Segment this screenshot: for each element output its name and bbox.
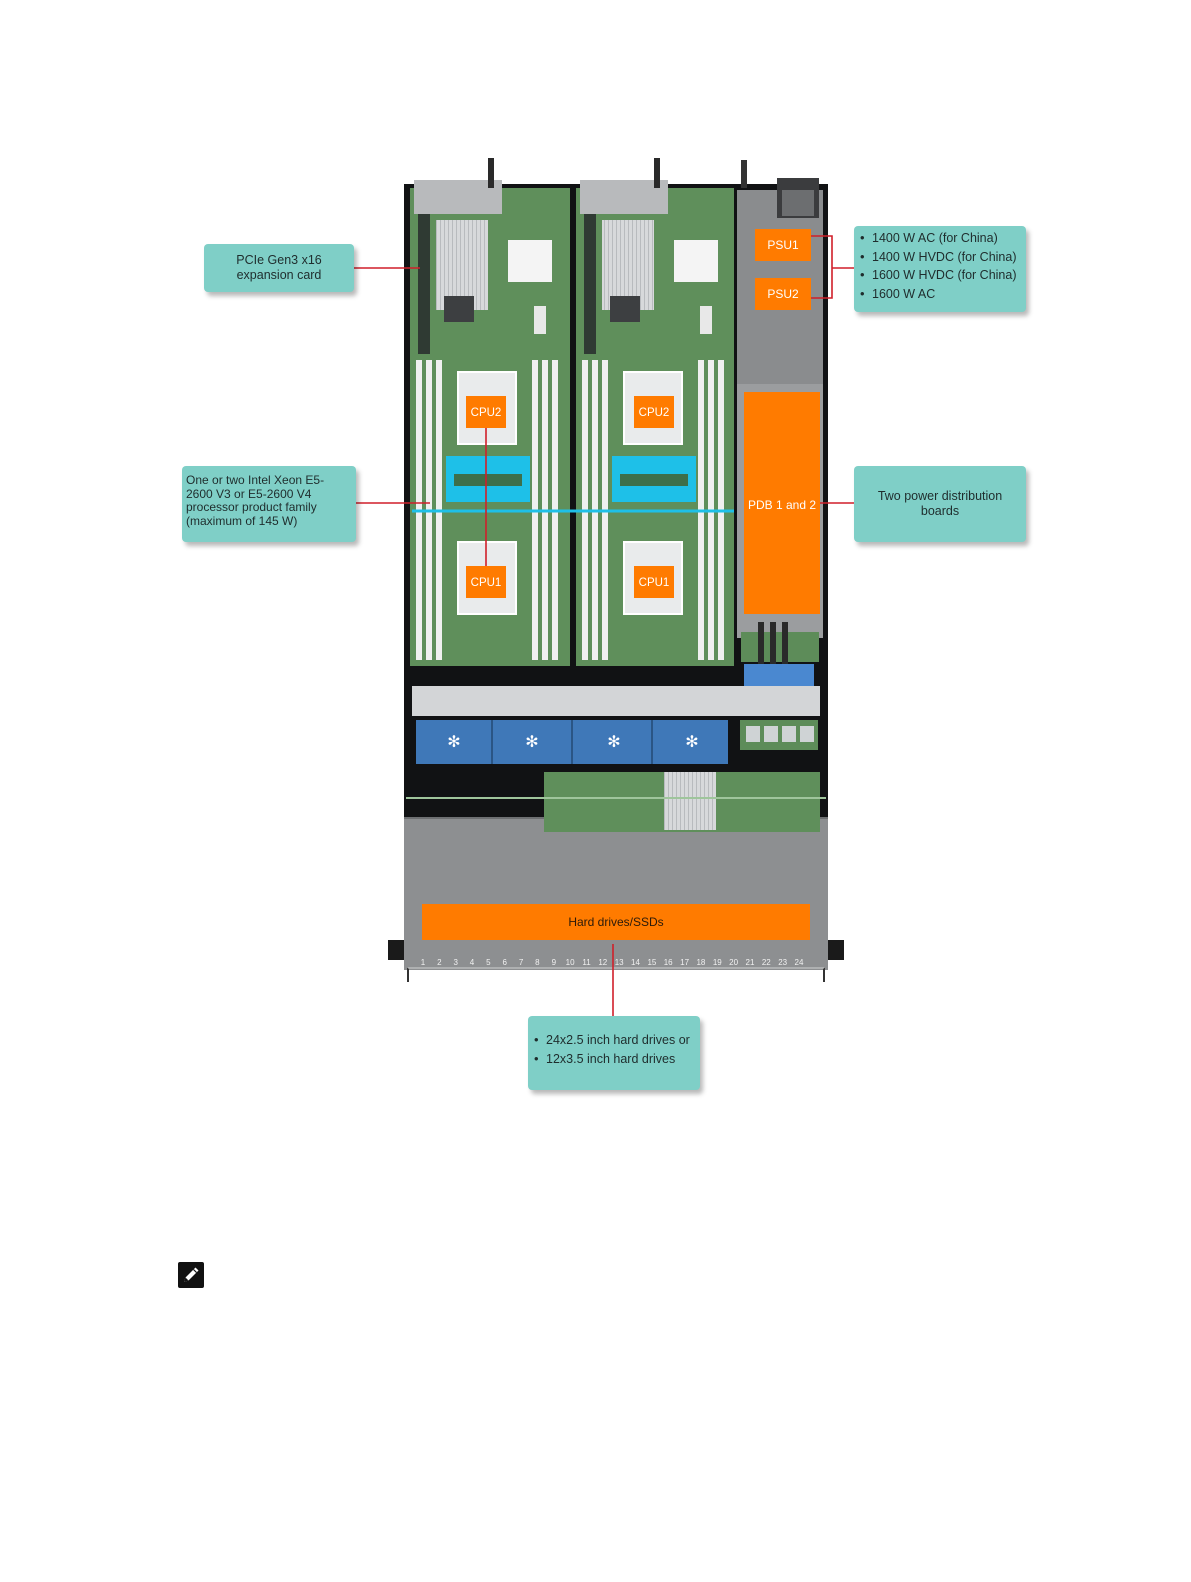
psu-callout: 1400 W AC (for China) 1400 W HVDC (for C…: [854, 226, 1026, 312]
pdb-label: PDB 1 and 2: [748, 498, 816, 512]
drive-bay-number: 7: [519, 958, 524, 967]
drive-bay-number: 8: [535, 958, 540, 967]
fan-icon: ✻: [685, 734, 698, 751]
pcie-callout: PCIe Gen3 x16 expansion card: [204, 244, 354, 292]
drives-callout: 24x2.5 inch hard drives or 12x3.5 inch h…: [528, 1016, 700, 1090]
pdb-callout-text: Two power distribution boards: [877, 489, 1003, 518]
drive-options-list: 24x2.5 inch hard drives or 12x3.5 inch h…: [532, 1031, 696, 1068]
cpu1-left-highlight: [466, 566, 506, 598]
drive-bay-number: 20: [729, 958, 738, 967]
cpu2-left-label: CPU2: [471, 407, 502, 419]
drive-bay-number: 3: [453, 958, 458, 967]
drive-bay-number: 15: [647, 958, 656, 967]
drive-bay-number: 5: [486, 958, 491, 967]
fan-icon: ✻: [447, 734, 460, 751]
psu-options-list: 1400 W AC (for China) 1400 W HVDC (for C…: [858, 229, 1022, 303]
fan-icon: ✻: [525, 734, 538, 751]
cpu2-right-label: CPU2: [639, 407, 670, 419]
drive-bay-number: 22: [762, 958, 771, 967]
cpu-callout: One or two Intel Xeon E5-2600 V3 or E5-2…: [182, 466, 356, 542]
drive-bay-number: 10: [566, 958, 575, 967]
drive-bay-number: 24: [795, 958, 804, 967]
drive-bay-number: 12: [598, 958, 607, 967]
drive-bay-number: 16: [664, 958, 673, 967]
cpu2-right-highlight: [634, 396, 674, 428]
drive-bay-number: 14: [631, 958, 640, 967]
drive-bay-number: 6: [502, 958, 507, 967]
drive-bay-number: 2: [437, 958, 442, 967]
drive-bay-number: 11: [582, 958, 591, 967]
psu-option: 1600 W HVDC (for China): [860, 266, 1022, 285]
pdb-callout: Two power distribution boards: [854, 466, 1026, 542]
psu2-label: PSU2: [767, 287, 799, 301]
drive-bay-number: 9: [552, 958, 557, 967]
pencil-note-icon: [178, 1262, 204, 1288]
psu1-highlight: [755, 229, 811, 261]
psu-option: 1600 W AC: [860, 285, 1022, 304]
cpu2-left-highlight: [466, 396, 506, 428]
psu2-highlight: [755, 278, 811, 310]
fan-icon: ✻: [607, 734, 620, 751]
drive-option: 24x2.5 inch hard drives or: [534, 1031, 696, 1050]
cpu-callout-text: One or two Intel Xeon E5-2600 V3 or E5-2…: [186, 473, 325, 528]
cpu1-right-label: CPU1: [639, 577, 670, 589]
cpu1-right-highlight: [634, 566, 674, 598]
psu-bay: [737, 160, 823, 384]
drive-bay-number: 4: [470, 958, 475, 967]
drive-bay-number: 18: [696, 958, 705, 967]
drives-label: Hard drives/SSDs: [568, 915, 663, 929]
drive-bay-number: 1: [421, 958, 426, 967]
drive-bay-number: 19: [713, 958, 722, 967]
drive-bay-number: 21: [746, 958, 755, 967]
drive-bay-number: 13: [615, 958, 624, 967]
pcie-callout-text: PCIe Gen3 x16 expansion card: [236, 253, 322, 282]
psu-option: 1400 W HVDC (for China): [860, 248, 1022, 267]
drive-bay-number: 23: [778, 958, 787, 967]
drive-bay-number: 17: [680, 958, 689, 967]
cpu1-left-label: CPU1: [471, 577, 502, 589]
psu1-label: PSU1: [767, 238, 799, 252]
fan-assembly: ✻ ✻ ✻ ✻: [406, 686, 826, 832]
drive-option: 12x3.5 inch hard drives: [534, 1050, 696, 1069]
pdb-highlight: [744, 392, 820, 614]
psu-option: 1400 W AC (for China): [860, 229, 1022, 248]
leader-lines: [354, 235, 854, 1016]
drives-highlight: [422, 904, 810, 940]
